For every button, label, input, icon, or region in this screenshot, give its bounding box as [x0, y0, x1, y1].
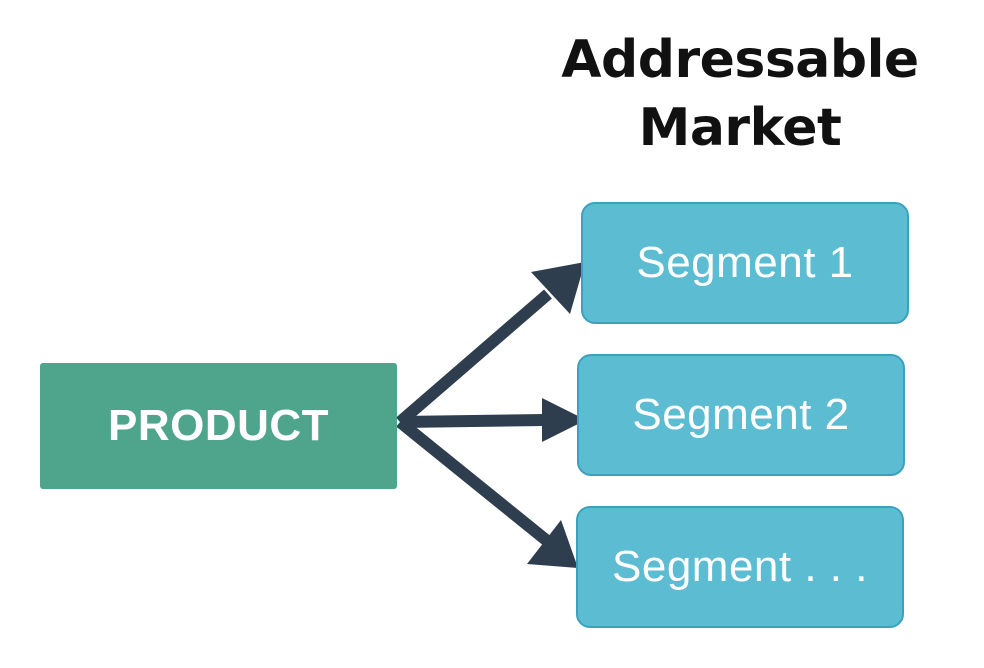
- arrowhead-segment-1: [531, 262, 585, 314]
- arrow-to-segment-1: [396, 289, 552, 427]
- arrowhead-segment-3: [527, 520, 578, 568]
- arrow-to-segment-3: [396, 417, 550, 545]
- segment-label-3: Segment . . .: [612, 542, 868, 591]
- title-line-1: Addressable: [561, 30, 919, 90]
- segment-box-3: Segment . . .: [576, 506, 904, 628]
- product-box: PRODUCT: [40, 363, 397, 489]
- product-label: PRODUCT: [107, 401, 330, 450]
- segment-label-1: Segment 1: [636, 238, 854, 287]
- arrow-to-segment-2: [399, 414, 545, 428]
- segment-box-1: Segment 1: [581, 202, 909, 324]
- segment-box-2: Segment 2: [577, 354, 905, 476]
- title-line-2: Market: [638, 98, 842, 158]
- diagram-title: Addressable Market: [560, 26, 920, 162]
- segment-label-2: Segment 2: [632, 390, 850, 439]
- arrowhead-segment-2: [542, 398, 586, 442]
